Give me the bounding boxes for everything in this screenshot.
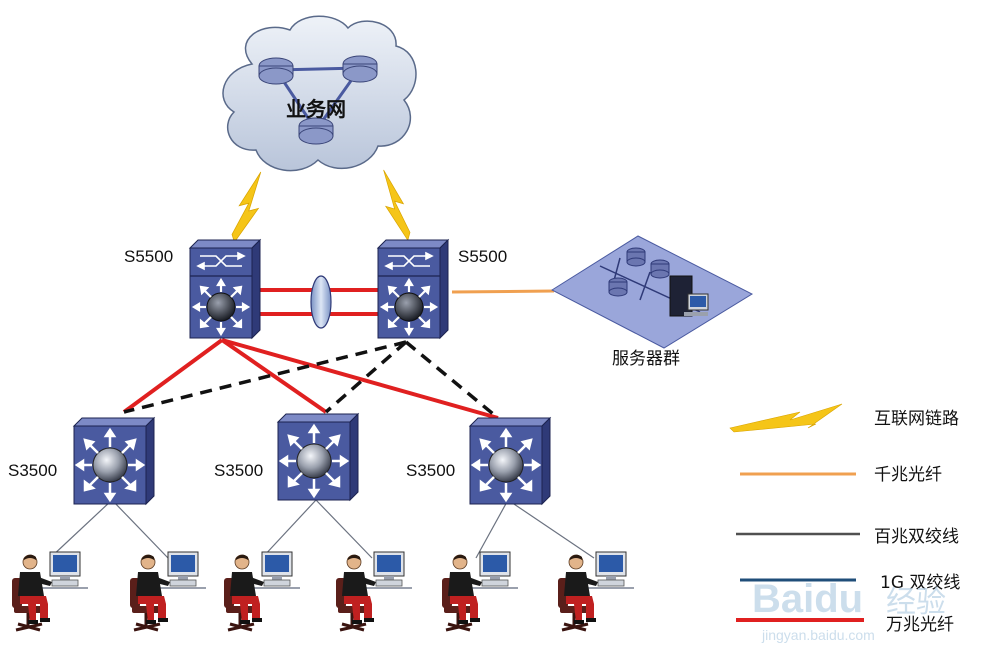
workstation-4	[334, 550, 414, 632]
access-switch-1-label: S3500	[8, 461, 57, 480]
access-switch-2-label: S3500	[214, 461, 263, 480]
uplink-10g-2	[220, 338, 328, 414]
legend: 互联网链路 千兆光纤 百兆双绞线 1G 双绞线 万兆光纤	[729, 403, 960, 635]
access-switch-3-label: S3500	[406, 461, 455, 480]
access-switch-2	[276, 412, 360, 502]
legend-1g-twisted-pair: 1G 双绞线	[740, 573, 960, 593]
legend-label-10g: 万兆光纤	[886, 615, 954, 635]
cloud-label: 业务网	[286, 97, 346, 121]
core-switch-right	[376, 238, 450, 340]
server-farm-label: 服务器群	[612, 349, 680, 369]
watermark-brand: Baidu	[752, 577, 863, 621]
legend-label-gig-fiber: 千兆光纤	[874, 465, 942, 485]
internet-link-left	[231, 171, 262, 243]
watermark: Baidu 经验 jingyan.baidu.com	[752, 577, 946, 643]
server-farm	[550, 235, 754, 349]
watermark-url: jingyan.baidu.com	[761, 627, 875, 643]
workstation-1	[10, 550, 90, 632]
server-link-gig-fiber	[451, 289, 555, 294]
core-switch-left	[188, 238, 262, 340]
workstation-6	[556, 550, 636, 632]
core-switch-left-label: S5500	[124, 247, 173, 266]
core-switch-right-label: S5500	[458, 247, 507, 266]
workstation-2	[128, 550, 208, 632]
legend-gig-fiber: 千兆光纤	[740, 465, 942, 485]
workstation-3	[222, 550, 302, 632]
legend-100m-twisted-pair: 百兆双绞线	[736, 527, 959, 547]
workstation-5	[440, 550, 520, 632]
legend-internet-link: 互联网链路	[729, 403, 959, 433]
legend-label-1g: 1G 双绞线	[880, 573, 960, 593]
access-switch-1	[72, 416, 156, 506]
backup-uplink-2	[324, 340, 408, 414]
access-links	[49, 499, 595, 559]
legend-label-internet: 互联网链路	[874, 409, 959, 429]
backup-uplink-1	[123, 340, 407, 414]
legend-label-100m: 百兆双绞线	[874, 527, 959, 547]
uplink-10g-3	[221, 338, 499, 420]
uplink-10g-1	[122, 338, 224, 414]
link-aggregation-icon	[310, 275, 332, 329]
internet-link-right	[383, 169, 411, 241]
legend-10g-fiber: 万兆光纤	[736, 615, 954, 635]
watermark-cn: 经验	[886, 586, 946, 619]
access-switch-3	[468, 416, 552, 506]
business-network-cloud: 业务网	[222, 15, 417, 172]
